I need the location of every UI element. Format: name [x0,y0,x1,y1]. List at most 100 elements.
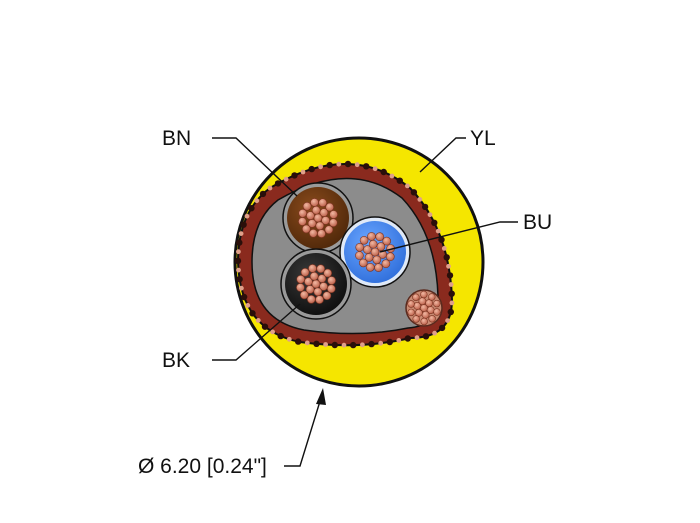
braid-strand [245,303,251,308]
braid-strand [239,285,244,291]
leader-line-bk [212,303,301,361]
braid-strand [254,198,260,204]
braid-strand [336,161,342,167]
braid-strand [248,205,255,212]
conductor-strand [317,229,326,238]
braid-strand [313,340,320,347]
braid-strand [431,219,438,226]
conductor-strand [376,242,386,251]
braid-strand [291,172,298,179]
braid-strand [438,236,445,243]
conductor-strand [313,287,323,297]
braid-strand [350,341,357,349]
braid-strand [331,341,338,349]
braid-strand [318,164,323,170]
braid-strand [236,239,243,246]
conductor-strand [381,259,391,269]
braid-strand [432,330,437,336]
braid-strand [244,213,250,219]
conductor-strand [306,211,315,220]
braid-strand [283,176,289,182]
conductor-strand [316,264,326,274]
braid-strand [380,168,387,176]
conductor-strand [420,317,428,326]
braid-strand [414,335,420,341]
braid-strand [448,282,454,287]
braid-strand [270,329,275,335]
braid-strand [236,267,241,273]
braid-strand [308,165,315,173]
conductor-strand [326,284,336,294]
braid-strand [344,160,352,168]
braid-strand [448,290,455,297]
conductor-strand [433,308,441,316]
conductor-strand [310,198,319,207]
braid-strand [304,340,310,346]
braid-strand [323,342,328,347]
conductor-strand [428,293,436,301]
braid-strand [255,318,261,323]
black-core-strands [296,264,336,304]
braid-strand [249,310,256,317]
conductor-strand [298,217,307,226]
conductor-strand [418,297,427,306]
blue-core-strands [355,232,395,272]
conductor-strand [358,258,368,268]
dimension-leader-line [284,397,322,467]
label-black-core: BK [162,349,191,372]
braid-strand [378,340,384,346]
conductor-strand [302,202,312,211]
braid-strand [396,338,402,343]
conductor-strand [412,293,420,301]
conductor-strand [315,295,324,304]
braid-strand [274,180,282,187]
conductor-strand [412,315,420,323]
conductor-strand [301,224,311,234]
label-blue-core: BU [523,211,553,234]
braid-strand [372,166,378,172]
conductor-strand [300,267,310,277]
conductor-strand [425,299,433,308]
conductor-strand [298,209,308,218]
leader-line-bn [212,137,298,197]
conductor-strand [328,218,338,227]
conductor-strand [372,255,382,265]
braid-strand [389,173,395,179]
braid-strand [396,177,403,184]
conductor-strand [382,236,392,246]
braid-strand [354,162,360,168]
conductor-strand [325,202,335,212]
leader-line-bu [379,221,518,253]
leader-line-yl [419,137,466,173]
conductor-strand [363,245,372,254]
braid-strand [300,169,306,175]
dimension-arrowhead-icon [316,388,326,405]
braid-strand [427,212,433,218]
conductor-strand [327,276,336,285]
braid-strand [234,257,242,265]
braid-strand [421,203,429,211]
conductor-strand [304,277,313,286]
drain-wire-strands [407,290,441,326]
conductor-strand [329,210,338,219]
conductor-strand [308,264,317,273]
braid-strand [446,263,451,269]
braid-strand [240,293,248,301]
braid-strand [341,342,347,348]
conductor-strand [322,291,332,301]
label-brown-core: BN [162,127,192,150]
conductor-strand [299,290,309,300]
conductor-strand [306,294,316,304]
conductor-strand [355,243,365,252]
braid-strand [404,335,411,342]
braid-strand [446,272,454,279]
conductor-strand [315,221,325,231]
braid-strand [286,336,292,342]
braid-strand [326,161,333,169]
conductor-strand [311,205,321,215]
conductor-strand [296,283,305,292]
braid-strand [277,332,284,340]
braid-strand [236,249,241,255]
braid-strand [368,340,375,348]
